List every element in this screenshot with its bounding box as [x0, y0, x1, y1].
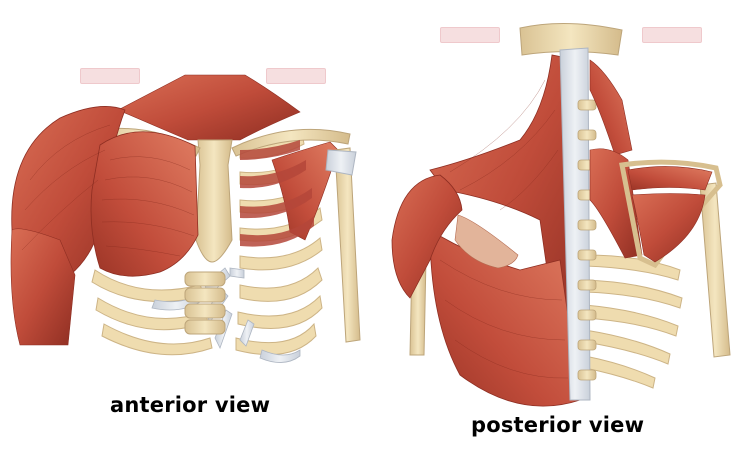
posterior-label-box-left	[440, 27, 500, 43]
anterior-spine	[184, 271, 226, 335]
posterior-vertebrae	[577, 99, 597, 381]
skull-base	[519, 22, 623, 56]
posterior-right-humerus	[699, 182, 731, 358]
anterior-caption: anterior view	[110, 393, 271, 417]
posterior-label-box-right	[642, 27, 702, 43]
anterior-label-box-right	[266, 68, 326, 84]
pectoralis-major	[90, 131, 199, 277]
teres-muscles	[631, 193, 706, 263]
infraspinatus	[454, 214, 519, 269]
intercostal-muscles	[240, 140, 314, 247]
posterior-figure	[391, 22, 731, 407]
pectoralis-minor	[271, 141, 339, 241]
right-clavicle	[231, 128, 351, 157]
posterior-ribs	[584, 254, 683, 389]
posterior-muscle-fibers	[439, 79, 569, 379]
left-arm	[10, 228, 76, 346]
anterior-muscle-fibers	[21, 124, 195, 257]
posterior-deltoid	[391, 174, 463, 299]
anterior-figure	[10, 74, 361, 363]
anterior-neck-muscles	[117, 74, 301, 141]
supraspinatus	[627, 166, 713, 191]
posterior-caption: posterior view	[471, 413, 645, 437]
anterior-biceps-tendon	[325, 149, 357, 176]
anterior-label-box-left	[80, 68, 140, 84]
anterior-right-humerus	[334, 147, 361, 343]
trapezius	[429, 54, 579, 361]
sternum	[195, 139, 233, 263]
